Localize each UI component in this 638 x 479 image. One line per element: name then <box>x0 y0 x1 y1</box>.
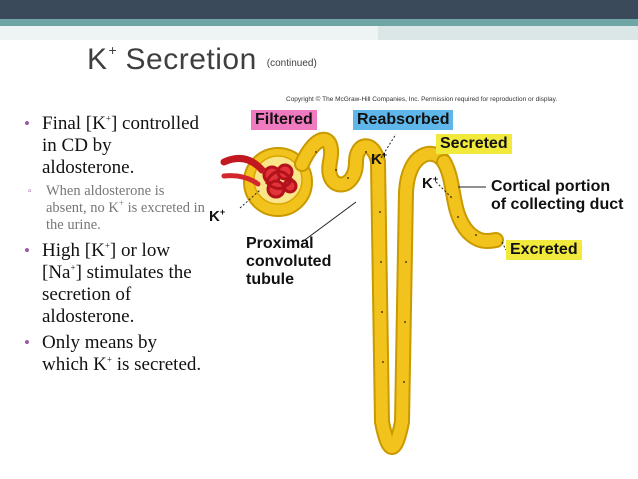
bullet-dot-icon: • <box>24 333 30 352</box>
bullet-text: Final [K <box>42 113 106 134</box>
excreted-tag: Excreted <box>506 240 582 260</box>
copyright-notice: Copyright © The McGraw-Hill Companies, I… <box>286 96 558 103</box>
title-k-superscript: + <box>108 42 117 58</box>
k-symbol: K <box>209 208 220 225</box>
loop-of-henle <box>372 147 450 453</box>
reabsorbed-arrow <box>380 133 397 159</box>
nephron-figure: Copyright © The McGraw-Hill Companies, I… <box>206 92 638 479</box>
bullet-item: • Final [K+] controlled in CD by aldoste… <box>24 113 206 179</box>
k-superscript: + <box>219 207 226 217</box>
filtered-arrow <box>239 189 261 209</box>
secreted-arrow <box>435 181 451 197</box>
proximal-tubule-label: Proximal convoluted tubule <box>246 235 331 289</box>
collecting-duct <box>438 156 502 247</box>
potassium-dots <box>315 151 477 383</box>
cortical-label-line: Cortical portion <box>491 178 611 195</box>
sub-bullet-square-icon: ▫ <box>28 186 32 197</box>
header-band-accent <box>378 26 638 40</box>
title-main: Secretion <box>116 43 257 76</box>
bullet-text: ] stimulates the secretion of aldosteron… <box>42 262 192 327</box>
efferent-arteriole <box>221 173 261 187</box>
bullet-item: • Only means by which K+ is secreted. <box>24 332 206 376</box>
bullet-text: Only means by which K <box>42 332 158 375</box>
bullet-item: • High [K+] or low [Na+] stimulates the … <box>24 240 206 328</box>
bullet-superscript: + <box>70 262 76 273</box>
bullet-dot-icon: • <box>24 114 30 133</box>
k-superscript: + <box>381 150 388 160</box>
bullet-text: High [K <box>42 240 105 261</box>
secreted-tag: Secreted <box>436 134 512 154</box>
header-band-dark <box>0 0 638 19</box>
nephron-diagram <box>220 131 507 455</box>
k-symbol: K <box>422 175 433 192</box>
glomerulus <box>262 163 298 199</box>
header-band-teal <box>0 19 638 26</box>
pct-label-line: tubule <box>246 271 294 288</box>
bullet-list: • Final [K+] controlled in CD by aldoste… <box>24 113 206 380</box>
cortical-label-line: of collecting duct <box>491 196 624 213</box>
slide-title: K+ Secretion (continued) <box>87 42 317 77</box>
bullet-dot-icon: • <box>24 241 30 260</box>
filtered-tag: Filtered <box>251 110 317 130</box>
excreted-arrow <box>501 241 507 251</box>
bullet-text: ] or low [Na <box>42 240 171 283</box>
pct-label-line: convoluted <box>246 253 332 270</box>
sub-bullet-superscript: + <box>118 198 124 209</box>
pct-label-line: Proximal <box>246 235 314 252</box>
title-subtitle: (continued) <box>266 58 317 69</box>
bullet-text: ] controlled in CD by aldosterone. <box>42 113 200 178</box>
cortical-portion-label: Cortical portion of collecting duct <box>491 178 623 214</box>
afferent-arteriole <box>220 154 266 174</box>
bullet-superscript: + <box>106 354 112 365</box>
bullet-superscript: + <box>104 240 110 251</box>
potassium-label-reabsorbed: K+ <box>371 150 387 168</box>
sub-bullet-text: is excreted in the urine. <box>46 200 205 233</box>
proximal-tubule <box>296 133 384 191</box>
bullet-text: is secreted. <box>111 354 202 375</box>
sub-bullet-item: ▫ When aldosterone is absent, no K+ is e… <box>28 183 206 234</box>
k-symbol: K <box>371 151 382 168</box>
pct-pointer-line <box>301 201 357 243</box>
potassium-label-filtered: K+ <box>209 207 225 225</box>
potassium-label-secreted: K+ <box>422 174 438 192</box>
bullet-superscript: + <box>105 113 111 124</box>
title-k: K <box>87 43 108 76</box>
k-superscript: + <box>432 174 439 184</box>
reabsorbed-tag: Reabsorbed <box>353 110 454 130</box>
sub-bullet-text: When aldosterone is absent, no K <box>46 183 165 216</box>
